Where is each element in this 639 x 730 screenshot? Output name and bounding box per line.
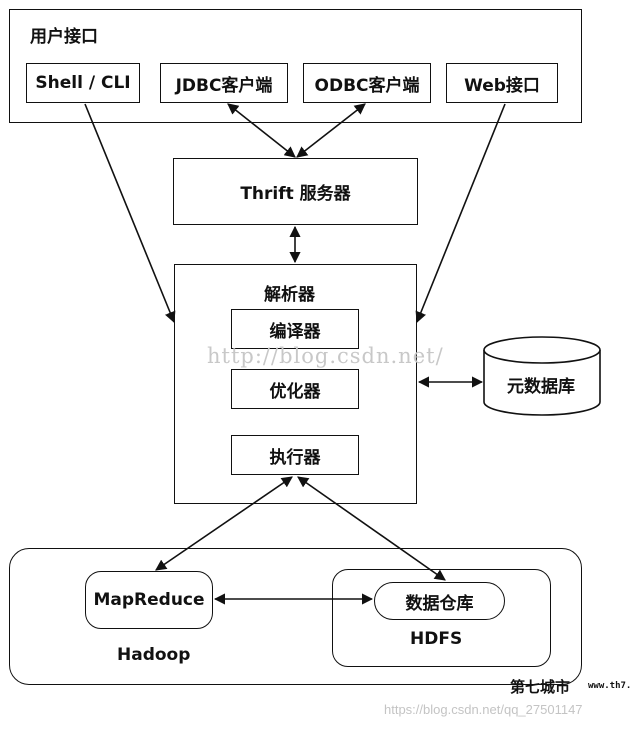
- compiler-box: 编译器: [231, 309, 359, 349]
- arrow-web-to-parser: [415, 103, 506, 324]
- web-interface-box: Web接口: [446, 63, 558, 103]
- executor-label: 执行器: [269, 447, 321, 468]
- site-logo-url: www.th7.: [588, 681, 632, 691]
- shell-cli-label: Shell / CLI: [35, 73, 131, 93]
- arrow-shell-to-parser: [84, 103, 176, 324]
- executor-box: 执行器: [231, 435, 359, 475]
- data-warehouse-label: 数据仓库: [405, 593, 474, 614]
- odbc-client-box: ODBC客户端: [303, 63, 431, 103]
- parser-title: 解析器: [264, 285, 315, 305]
- web-interface-label: Web接口: [464, 75, 540, 96]
- footer-band: [0, 692, 639, 730]
- jdbc-client-box: JDBC客户端: [160, 63, 288, 103]
- hadoop-label: Hadoop: [117, 645, 191, 665]
- arrow-executor-mapreduce: [155, 476, 293, 571]
- thrift-server-box: Thrift 服务器: [173, 158, 418, 225]
- mapreduce-label: MapReduce: [93, 590, 205, 610]
- watermark: http://blog.csdn.net/: [207, 344, 444, 368]
- optimizer-box: 优化器: [231, 369, 359, 409]
- user-interface-title: 用户接口: [30, 27, 98, 47]
- metastore-label: 元数据库: [507, 377, 575, 397]
- data-warehouse-pill: 数据仓库: [374, 582, 505, 620]
- compiler-label: 编译器: [269, 321, 321, 342]
- metastore-cylinder: [483, 336, 601, 416]
- arrow-jdbc-thrift: [227, 103, 296, 158]
- arrow-odbc-thrift: [296, 103, 366, 158]
- shell-cli-box: Shell / CLI: [26, 63, 140, 103]
- mapreduce-box: MapReduce: [85, 571, 213, 629]
- jdbc-client-label: JDBC客户端: [175, 75, 273, 96]
- source-link[interactable]: https://blog.csdn.net/qq_27501147: [384, 702, 583, 717]
- hdfs-label: HDFS: [410, 629, 463, 649]
- optimizer-label: 优化器: [269, 381, 321, 402]
- odbc-client-label: ODBC客户端: [314, 75, 420, 96]
- site-logo: 第七城市: [510, 678, 571, 696]
- thrift-server-label: Thrift 服务器: [240, 184, 351, 204]
- arrow-executor-warehouse: [297, 476, 446, 581]
